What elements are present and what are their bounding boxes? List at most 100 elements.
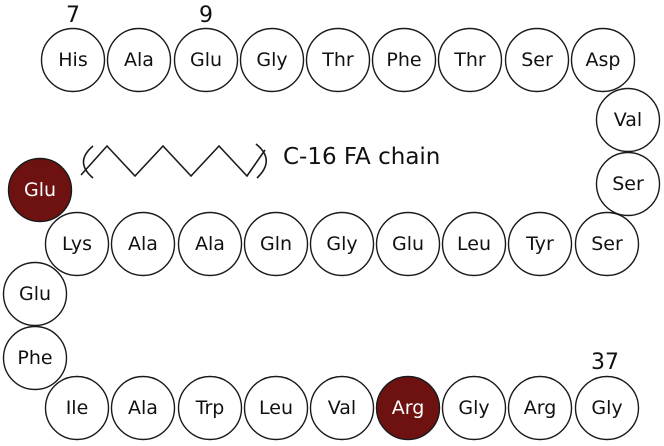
residue-circle xyxy=(507,211,573,277)
residue: Trp xyxy=(177,375,243,441)
residue-circle xyxy=(106,27,172,93)
residue-label: Ala xyxy=(195,233,225,255)
residue: Gly xyxy=(574,375,640,441)
residue-number-37: 37 xyxy=(591,350,619,375)
residue: Tyr xyxy=(507,211,573,277)
residue-circle xyxy=(504,27,570,93)
residue-circle xyxy=(375,375,441,441)
residue-circle xyxy=(40,27,106,93)
residue: Thr xyxy=(305,27,371,93)
residue-label: Glu xyxy=(190,49,222,71)
residue: Ala xyxy=(177,211,243,277)
residue: Arg xyxy=(375,375,441,441)
residue-label: Thr xyxy=(453,49,486,71)
fatty-acid-chain xyxy=(80,143,268,179)
residue-label: His xyxy=(58,49,87,71)
residue: Val xyxy=(595,87,661,153)
residue: Phe xyxy=(371,27,437,93)
residue: Glu xyxy=(7,157,73,223)
fatty-acid-chain-bracket-left xyxy=(82,145,94,179)
residue-label: Gln xyxy=(260,233,292,255)
residue-circle xyxy=(371,27,437,93)
residue: Glu xyxy=(173,27,239,93)
residue-label: Gly xyxy=(458,397,489,419)
residue: His xyxy=(40,27,106,93)
residue-circle xyxy=(2,325,68,391)
residue: Gly xyxy=(239,27,305,93)
residue-label: Asp xyxy=(586,49,621,71)
residue: Gly xyxy=(441,375,507,441)
residue-label: Glu xyxy=(24,179,56,201)
residue-circle xyxy=(177,211,243,277)
residue: Asp xyxy=(570,27,636,93)
residue-circle xyxy=(574,375,640,441)
residue-circle xyxy=(44,375,110,441)
residue-circle xyxy=(239,27,305,93)
residue-label: Val xyxy=(614,109,642,131)
residue-number-9: 9 xyxy=(199,3,213,28)
residue-label: Tyr xyxy=(525,233,554,255)
residue-label: Gly xyxy=(591,397,622,419)
residue-circle xyxy=(441,211,507,277)
residue-label: Ser xyxy=(591,233,623,255)
residue-label: Gly xyxy=(256,49,287,71)
residue-label: Arg xyxy=(524,397,557,419)
residue-label: Val xyxy=(328,397,356,419)
residue-label: Arg xyxy=(392,397,425,419)
residue-label: Gly xyxy=(326,233,357,255)
residue-label: Lys xyxy=(62,233,92,255)
residue-label: Ser xyxy=(521,49,553,71)
residue: Ser xyxy=(574,211,640,277)
residue-label: Ala xyxy=(128,233,158,255)
residue-circle xyxy=(309,375,375,441)
residue: Ala xyxy=(110,211,176,277)
residue-label: Ser xyxy=(612,173,644,195)
residue-circle xyxy=(243,211,309,277)
residue: Thr xyxy=(437,27,503,93)
residue: Gln xyxy=(243,211,309,277)
annotations: 7 9 37 C-16 FA chain xyxy=(66,3,619,375)
residue-circle xyxy=(437,27,503,93)
residue-circle xyxy=(305,27,371,93)
fatty-acid-label: C-16 FA chain xyxy=(283,144,440,170)
residue-circle xyxy=(44,211,110,277)
residue-circle xyxy=(309,211,375,277)
residue: Arg xyxy=(507,375,573,441)
residue-label: Trp xyxy=(195,397,225,419)
residue-label: Leu xyxy=(457,233,491,255)
residue-circle xyxy=(574,211,640,277)
residue: Leu xyxy=(441,211,507,277)
residue-label: Leu xyxy=(259,397,293,419)
residue-circle xyxy=(375,211,441,277)
residue: Phe xyxy=(2,325,68,391)
residue: Lys xyxy=(44,211,110,277)
residue-label: Ile xyxy=(66,397,89,419)
residue-circle xyxy=(110,211,176,277)
residue-circle xyxy=(177,375,243,441)
residue-label: Thr xyxy=(321,49,354,71)
residue: Gly xyxy=(309,211,375,277)
residue-circle xyxy=(441,375,507,441)
residue-circle xyxy=(110,375,176,441)
residue-circle xyxy=(173,27,239,93)
residue-label: Ala xyxy=(128,397,158,419)
residue-circle xyxy=(507,375,573,441)
residue-circle xyxy=(243,375,309,441)
residue-label: Glu xyxy=(392,233,424,255)
residue-circle xyxy=(2,261,68,327)
residue: Ala xyxy=(110,375,176,441)
residue-circle xyxy=(7,157,73,223)
fatty-acid-chain-bracket-right xyxy=(255,143,268,179)
residue-circle xyxy=(570,27,636,93)
residue: Glu xyxy=(375,211,441,277)
residue-circle xyxy=(595,151,661,217)
residue-circle xyxy=(595,87,661,153)
residue-label: Glu xyxy=(19,283,51,305)
residue: Ile xyxy=(44,375,110,441)
residue: Val xyxy=(309,375,375,441)
residue: Ser xyxy=(504,27,570,93)
fatty-acid-chain-zigzag xyxy=(80,144,266,178)
residue: Ser xyxy=(595,151,661,217)
